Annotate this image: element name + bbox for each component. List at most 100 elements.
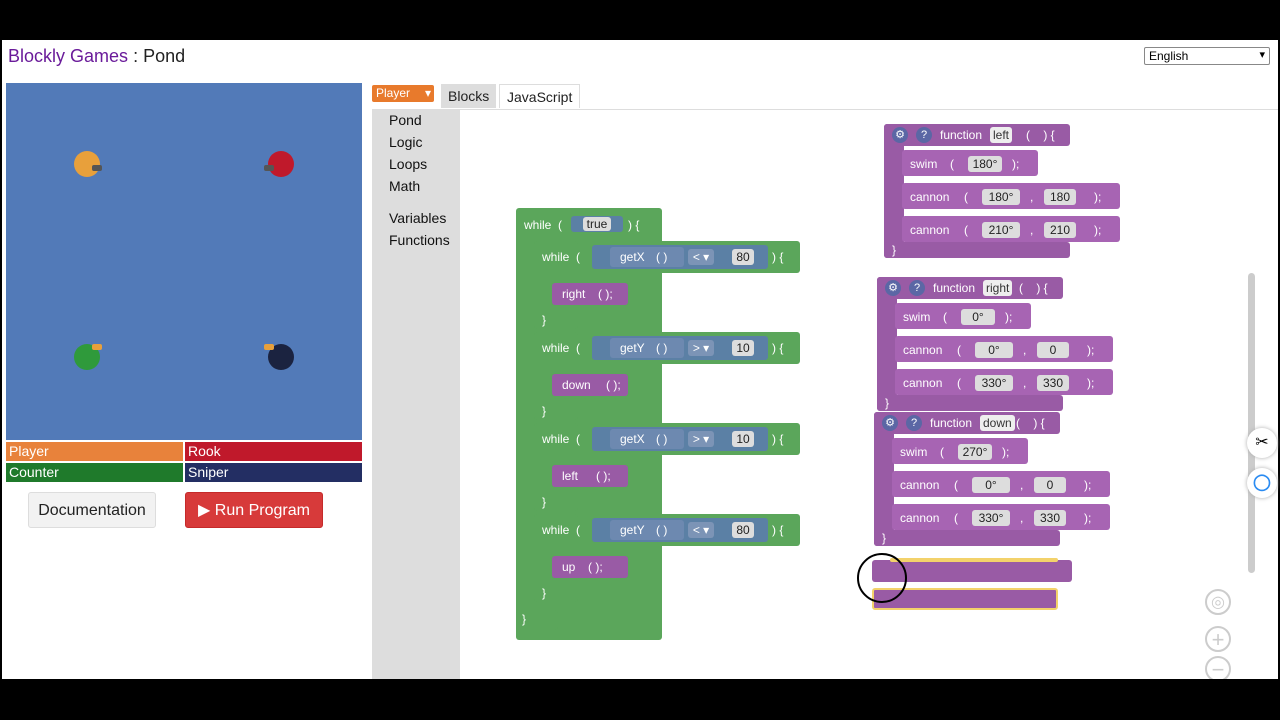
quick-action-icon[interactable]: ◯ — [1247, 468, 1277, 498]
function-params: ( ) { — [1016, 416, 1045, 430]
cannon-angle-field[interactable]: 330° — [972, 510, 1010, 526]
call-block[interactable] — [552, 283, 628, 305]
operator-dropdown[interactable]: > ▾ — [688, 431, 714, 447]
run-program-button[interactable]: ▶ Run Program — [185, 492, 323, 528]
workspace-scrollbar[interactable] — [1248, 273, 1255, 573]
toolbox-functions[interactable]: Functions — [389, 232, 450, 248]
paren-open: ( — [940, 445, 944, 459]
tab-blocks[interactable]: Blocks — [441, 84, 497, 108]
swim-angle-field[interactable]: 180° — [968, 156, 1002, 172]
status-rook: Rook — [185, 442, 362, 461]
cannon-range-field[interactable]: 0 — [1037, 342, 1069, 358]
function-name-field[interactable]: down — [980, 415, 1015, 431]
function-params: ( ) { — [1019, 281, 1048, 295]
cannon-keyword: cannon — [910, 223, 950, 237]
cannon-angle-field[interactable]: 330° — [975, 375, 1013, 391]
number-field[interactable]: 10 — [732, 431, 754, 447]
function-footer — [884, 242, 1070, 258]
gear-icon[interactable]: ⚙ — [885, 280, 901, 296]
sniper-cannon — [264, 344, 274, 350]
number-field[interactable]: 80 — [732, 249, 754, 265]
function-body — [884, 124, 904, 258]
status-counter: Counter — [6, 463, 183, 482]
toolbox-variables[interactable]: Variables — [389, 210, 447, 226]
pond-arena — [6, 83, 362, 440]
function-name-field[interactable]: right — [983, 280, 1013, 296]
scissors-icon[interactable]: ✂ — [1247, 428, 1277, 458]
help-icon[interactable]: ? — [906, 415, 922, 431]
gear-icon[interactable]: ⚙ — [892, 127, 908, 143]
while-keyword: while — [542, 523, 570, 537]
number-field[interactable]: 10 — [732, 340, 754, 356]
dragged-block[interactable] — [872, 560, 1072, 582]
fn-call-block[interactable] — [610, 247, 684, 267]
swim-keyword: swim — [900, 445, 928, 459]
while-keyword: while — [542, 432, 570, 446]
cannon-range-field[interactable]: 330 — [1037, 375, 1069, 391]
call-block[interactable] — [552, 465, 628, 487]
toolbox: Pond Logic Loops Math Variables Function… — [372, 109, 460, 679]
swim-angle-field[interactable]: 270° — [958, 444, 992, 460]
operator-dropdown[interactable]: < ▾ — [688, 522, 714, 538]
cannon-range-field[interactable]: 0 — [1034, 477, 1066, 493]
help-icon[interactable]: ? — [909, 280, 925, 296]
fn-name: getY — [620, 523, 645, 537]
fn-name: getX — [620, 250, 645, 264]
cursor-ring — [857, 553, 907, 603]
comma: , — [1030, 223, 1034, 237]
comma: , — [1030, 190, 1034, 204]
chevron-down-icon: ▾ — [1259, 49, 1265, 61]
cannon-angle-field[interactable]: 210° — [982, 222, 1020, 238]
brace-close: } — [885, 396, 890, 410]
brace-close: } — [882, 531, 887, 545]
toolbox-loops[interactable]: Loops — [389, 156, 428, 172]
fn-call-block[interactable] — [610, 338, 684, 358]
blocks-workspace[interactable]: while ( true ) { } while ( getX ( ) < ▾ … — [460, 109, 1278, 679]
cannon-range-field[interactable]: 180 — [1044, 189, 1076, 205]
tab-javascript[interactable]: JavaScript — [499, 84, 581, 108]
center-icon[interactable]: ◎ — [1205, 589, 1231, 615]
title-separator: : — [133, 46, 139, 66]
comma: , — [1023, 376, 1027, 390]
help-icon[interactable]: ? — [916, 127, 932, 143]
toolbox-logic[interactable]: Logic — [389, 134, 423, 150]
call-block[interactable] — [552, 556, 628, 578]
language-select[interactable]: English ▾ — [1144, 47, 1270, 65]
player-select[interactable]: Player ▾ — [372, 85, 434, 102]
call-parens: ( ); — [596, 469, 611, 483]
fn-call-block[interactable] — [610, 520, 684, 540]
swim-angle-field[interactable]: 0° — [961, 309, 995, 325]
call-name: down — [562, 378, 591, 392]
operator-dropdown[interactable]: > ▾ — [688, 340, 714, 356]
call-block[interactable] — [552, 374, 628, 396]
toolbox-pond[interactable]: Pond — [389, 112, 422, 128]
cannon-angle-field[interactable]: 0° — [975, 342, 1013, 358]
fn-call-block[interactable] — [610, 429, 684, 449]
brand-link[interactable]: Blockly Games — [8, 46, 129, 66]
documentation-button[interactable]: Documentation — [28, 492, 156, 528]
function-name-field[interactable]: left — [990, 127, 1013, 143]
page: Blockly Games : Pond English ▾ Player Ro… — [2, 40, 1278, 679]
zoom-in-icon[interactable]: + — [1205, 626, 1231, 652]
paren-open: ( — [576, 523, 580, 537]
true-dropdown[interactable]: true — [571, 216, 623, 232]
toolbox-math[interactable]: Math — [389, 178, 421, 194]
number-field[interactable]: 80 — [732, 522, 754, 538]
player-select-value: Player — [376, 86, 411, 100]
zoom-out-icon[interactable]: − — [1205, 656, 1231, 679]
chevron-down-icon: ▾ — [424, 86, 431, 100]
brace-close: } — [542, 586, 547, 600]
gear-icon[interactable]: ⚙ — [882, 415, 898, 431]
paren-open: ( — [964, 190, 968, 204]
cannon-range-field[interactable]: 330 — [1034, 510, 1066, 526]
brace-close: } — [892, 243, 897, 257]
brace-open: ) { — [628, 218, 640, 232]
paren-open: ( — [957, 376, 961, 390]
paren-open: ( — [576, 250, 580, 264]
cannon-range-field[interactable]: 210 — [1044, 222, 1076, 238]
operator-dropdown[interactable]: < ▾ — [688, 249, 714, 265]
brace-close: } — [542, 404, 547, 418]
cannon-angle-field[interactable]: 0° — [972, 477, 1010, 493]
cannon-angle-field[interactable]: 180° — [982, 189, 1020, 205]
brace-open: ) { — [772, 432, 784, 446]
